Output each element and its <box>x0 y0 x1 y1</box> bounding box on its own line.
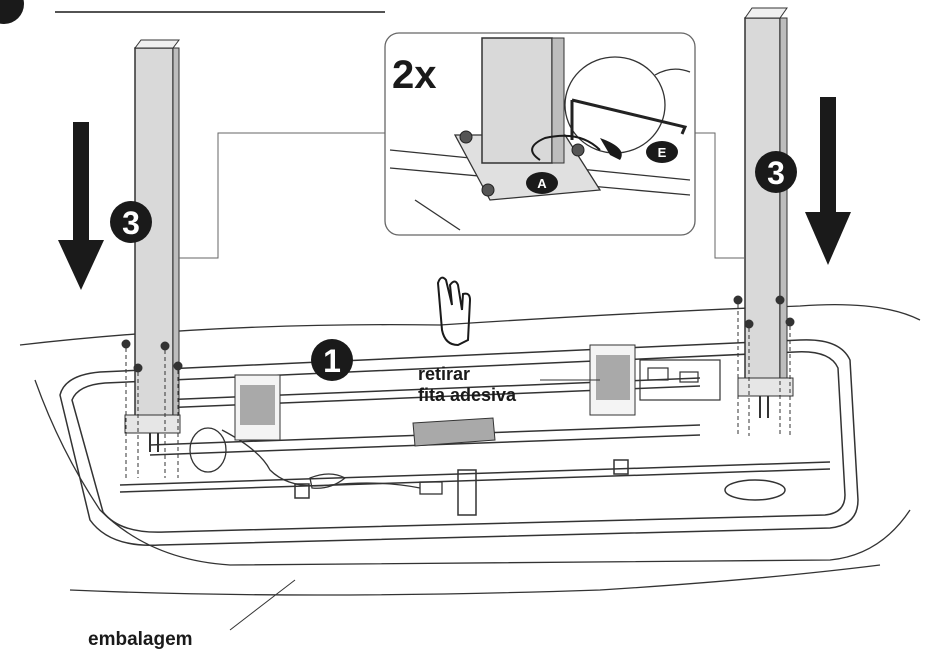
detail-inset <box>384 32 696 236</box>
detail-badge-e: E <box>646 141 678 163</box>
tape-callout-line1: retirar <box>418 364 470 384</box>
detail-multiplier: 2x <box>392 53 437 97</box>
tape-callout-line2: fita adesiva <box>418 385 517 405</box>
packaging-leader-line <box>229 579 296 631</box>
down-arrow-icon-right <box>805 97 851 265</box>
detail-label-a: A <box>537 176 547 191</box>
frame-bracket-left <box>234 374 281 441</box>
adhesive-tape-center <box>412 417 496 447</box>
frame-bracket-right <box>589 344 636 416</box>
leg-right <box>737 7 794 418</box>
detail-leader-lines <box>179 132 745 259</box>
packaging-label: embalagem <box>88 629 193 650</box>
detail-label-e: E <box>658 145 667 160</box>
control-box <box>639 359 721 401</box>
leg-left <box>124 39 181 452</box>
screws-right <box>733 295 795 436</box>
down-arrow-icon-left <box>58 122 104 290</box>
step-number-tape: 1 <box>323 343 341 379</box>
step-number-right: 3 <box>767 155 785 191</box>
hand-pointing-icon <box>436 276 472 347</box>
detail-badge-a: A <box>526 172 558 194</box>
screws-left <box>121 339 183 478</box>
step-number-left: 3 <box>122 205 140 241</box>
step-badge-tape: 1 <box>311 339 353 381</box>
packaging-box <box>19 303 921 596</box>
step-badge-leg-right: 3 <box>755 151 797 193</box>
step-badge-leg-left: 3 <box>110 201 152 243</box>
corner-step-badge <box>0 0 24 24</box>
motor-cable <box>189 427 443 495</box>
